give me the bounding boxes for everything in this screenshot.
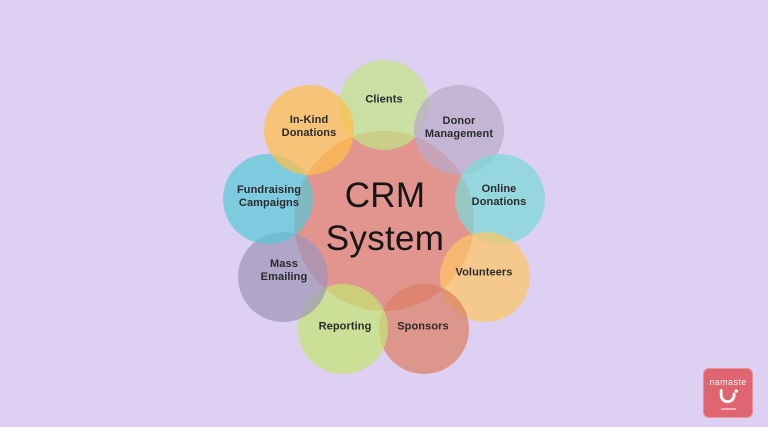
label-sponsors: Sponsors: [397, 320, 449, 333]
label-online-donations: Online Donations: [471, 183, 527, 208]
namaste-logo-subtext-bar: [720, 407, 736, 410]
circle-mass-emailing: [238, 232, 328, 322]
namaste-u-smile-icon: [719, 388, 738, 403]
diagram-title: CRM System: [325, 176, 445, 258]
namaste-logo-brand: namaste: [709, 376, 747, 387]
namaste-logo: namaste: [703, 368, 753, 418]
circle-sponsors: [379, 284, 469, 374]
circle-online-donations: [455, 154, 545, 244]
label-in-kind-donations: In-Kind Donations: [281, 114, 337, 139]
label-reporting: Reporting: [318, 320, 372, 333]
label-fundraising-campaigns: Fundraising Campaigns: [236, 184, 302, 209]
circle-in-kind-donations: [264, 85, 354, 175]
label-volunteers: Volunteers: [455, 266, 513, 279]
label-clients: Clients: [365, 93, 403, 106]
label-mass-emailing: Mass Emailing: [260, 258, 308, 283]
label-donor-management: Donor Management: [424, 115, 494, 140]
